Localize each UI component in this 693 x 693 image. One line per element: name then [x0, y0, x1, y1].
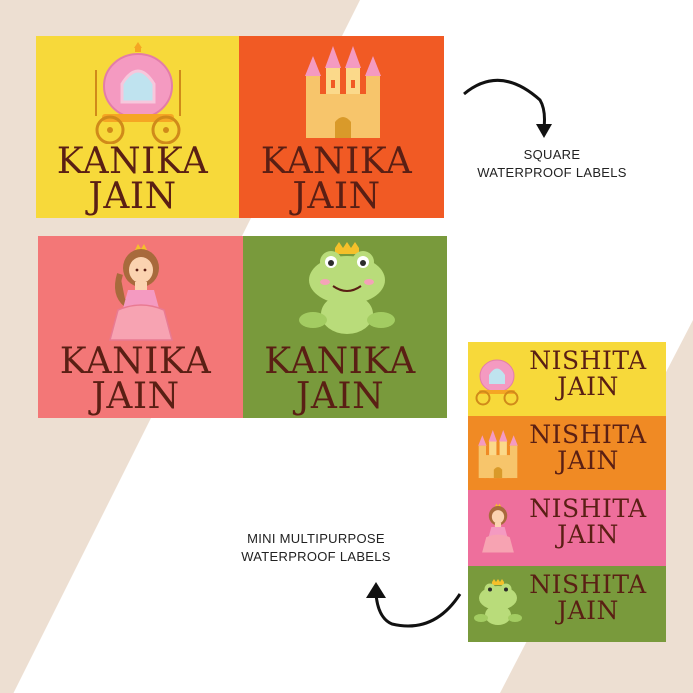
first-name: NISHITA — [529, 570, 647, 599]
last-name: JAIN — [557, 519, 619, 549]
princess-icon — [109, 244, 173, 341]
last-name: JAIN — [88, 176, 177, 218]
caption-line: WATERPROOF LABELS — [241, 548, 391, 564]
curved-arrow-icon — [366, 582, 462, 628]
label-name: NISHITA JAIN — [518, 348, 658, 399]
square-label-frog: KANIKA JAIN — [243, 236, 447, 418]
last-name: JAIN — [91, 376, 180, 418]
frog-prince-icon — [299, 242, 395, 334]
label-name: KANIKA JAIN — [239, 141, 434, 218]
label-name: KANIKA JAIN — [38, 341, 233, 418]
first-name: NISHITA — [529, 494, 647, 523]
first-name: NISHITA — [529, 346, 647, 375]
last-name: JAIN — [557, 371, 619, 401]
mini-label-carriage: NISHITA JAIN — [468, 342, 666, 416]
carriage-icon — [95, 42, 181, 144]
princess-icon — [482, 503, 514, 553]
caption-line: MINI MULTIPURPOSE — [247, 531, 385, 546]
square-label-carriage: KANIKA JAIN — [36, 36, 239, 218]
first-name: KANIKA — [59, 341, 212, 382]
mini-label-castle: NISHITA JAIN — [468, 416, 666, 490]
carriage-icon — [475, 359, 519, 406]
last-name: JAIN — [292, 176, 381, 218]
caption-line: SQUARE — [523, 147, 581, 162]
castle-icon — [478, 430, 518, 479]
label-name: NISHITA JAIN — [518, 572, 658, 623]
square-label-castle: KANIKA JAIN — [239, 36, 444, 218]
square-caption: SQUARE WATERPROOF LABELS — [462, 146, 642, 181]
frog-prince-icon — [474, 579, 522, 625]
label-name: KANIKA JAIN — [243, 341, 437, 418]
first-name: NISHITA — [529, 420, 647, 449]
first-name: KANIKA — [260, 141, 413, 182]
square-label-princess: KANIKA JAIN — [38, 236, 243, 418]
first-name: KANIKA — [56, 141, 209, 182]
label-name: KANIKA JAIN — [36, 141, 229, 218]
caption-line: WATERPROOF LABELS — [477, 164, 627, 180]
last-name: JAIN — [557, 445, 619, 475]
label-name: NISHITA JAIN — [518, 422, 658, 473]
castle-icon — [305, 46, 381, 138]
label-name: NISHITA JAIN — [518, 496, 658, 547]
mini-label-frog: NISHITA JAIN — [468, 566, 666, 642]
curved-arrow-icon — [463, 79, 552, 138]
last-name: JAIN — [557, 595, 619, 625]
last-name: JAIN — [295, 376, 385, 418]
first-name: KANIKA — [264, 341, 416, 382]
mini-caption: MINI MULTIPURPOSE WATERPROOF LABELS — [226, 530, 406, 565]
mini-label-princess: NISHITA JAIN — [468, 490, 666, 566]
